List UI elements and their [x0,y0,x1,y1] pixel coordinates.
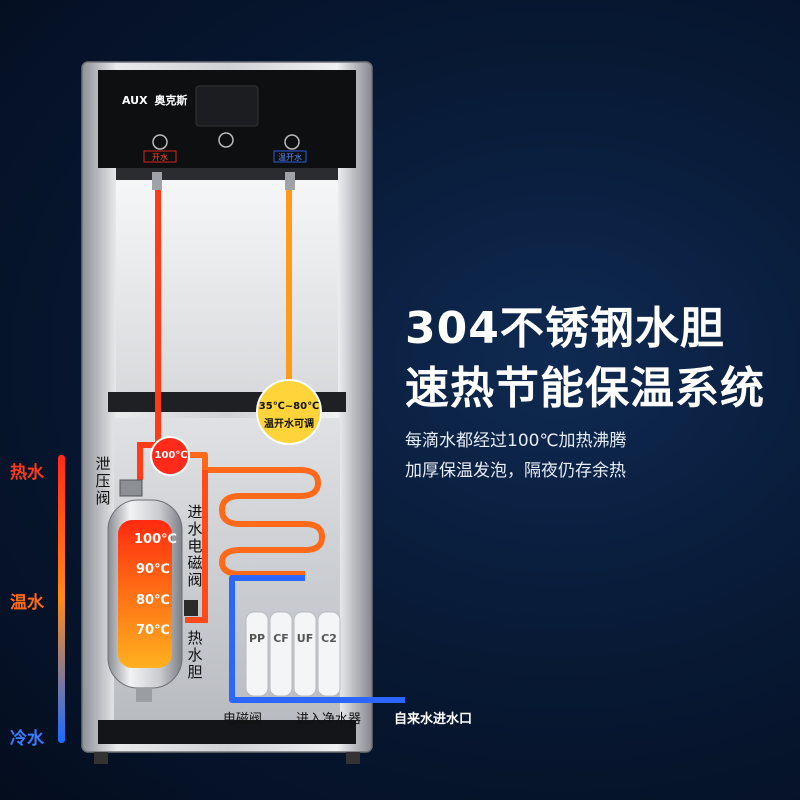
headline-line1: 304不锈钢水胆 [405,303,725,354]
warm-range-text: 35℃~80℃ [258,401,320,412]
scale-cold-label: 冷水 [10,729,44,749]
boil-badge-text: 100℃ [154,450,188,461]
hot-tap-button [152,134,168,150]
brand-logo-text: AUX [122,94,148,107]
tank-temp-80: 80℃ [136,593,170,608]
filter-cartridges [245,611,341,697]
feature-2: 加厚保温发泡，隔夜仍存余热 [405,461,626,481]
hot-water-pipe [137,190,161,480]
relief-valve-label: 泄压阀 [95,455,111,507]
filter-c2-label: C2 [321,632,337,645]
inlet-solenoid [184,600,198,616]
scale-warm-label: 温水 [10,593,44,613]
headline-line2: 速热节能保温系统 [405,363,765,414]
tank-temp-90: 90℃ [136,562,170,577]
warm-badge [256,379,322,445]
filter-uf-label: UF [296,632,314,645]
hot-button-label: 开水 [152,153,168,162]
warm-tap-button [284,134,300,150]
brand-name: 奥克斯 [154,94,188,107]
tank-temp-100: 100℃ [134,532,177,547]
brand-logo: AUX 奥克斯 [122,92,187,108]
relief-valve [119,479,143,497]
to-purifier-label: 进入净水器 [296,712,362,727]
tap-inlet-label: 自来水进水口 [394,712,473,727]
boil-badge [150,436,190,476]
temperature-scale-bar [58,455,65,743]
warm-button-label: 温开水 [278,153,302,162]
cold-water-pipe [229,575,405,703]
hot-tank-label: 热水胆 [187,629,203,681]
feature-1: 每滴水都经过100℃加热沸腾 [405,431,627,451]
dispensing-cavity [116,168,338,398]
solenoid-label: 电磁阀 [223,712,263,727]
inlet-valve-label: 进水电磁阀 [187,503,203,589]
filter-cf-label: CF [273,632,289,645]
filter-pp-label: PP [248,632,266,645]
scale-hot-label: 热水 [10,463,44,483]
tank-heat-fill [118,520,172,668]
heat-exchange-coil [158,452,325,577]
display-screen [195,85,259,127]
tank-temp-70: 70℃ [136,623,170,638]
warm-label-text: 温开水可调 [264,419,314,430]
center-button [218,132,234,148]
inlet-pipe [185,470,208,623]
